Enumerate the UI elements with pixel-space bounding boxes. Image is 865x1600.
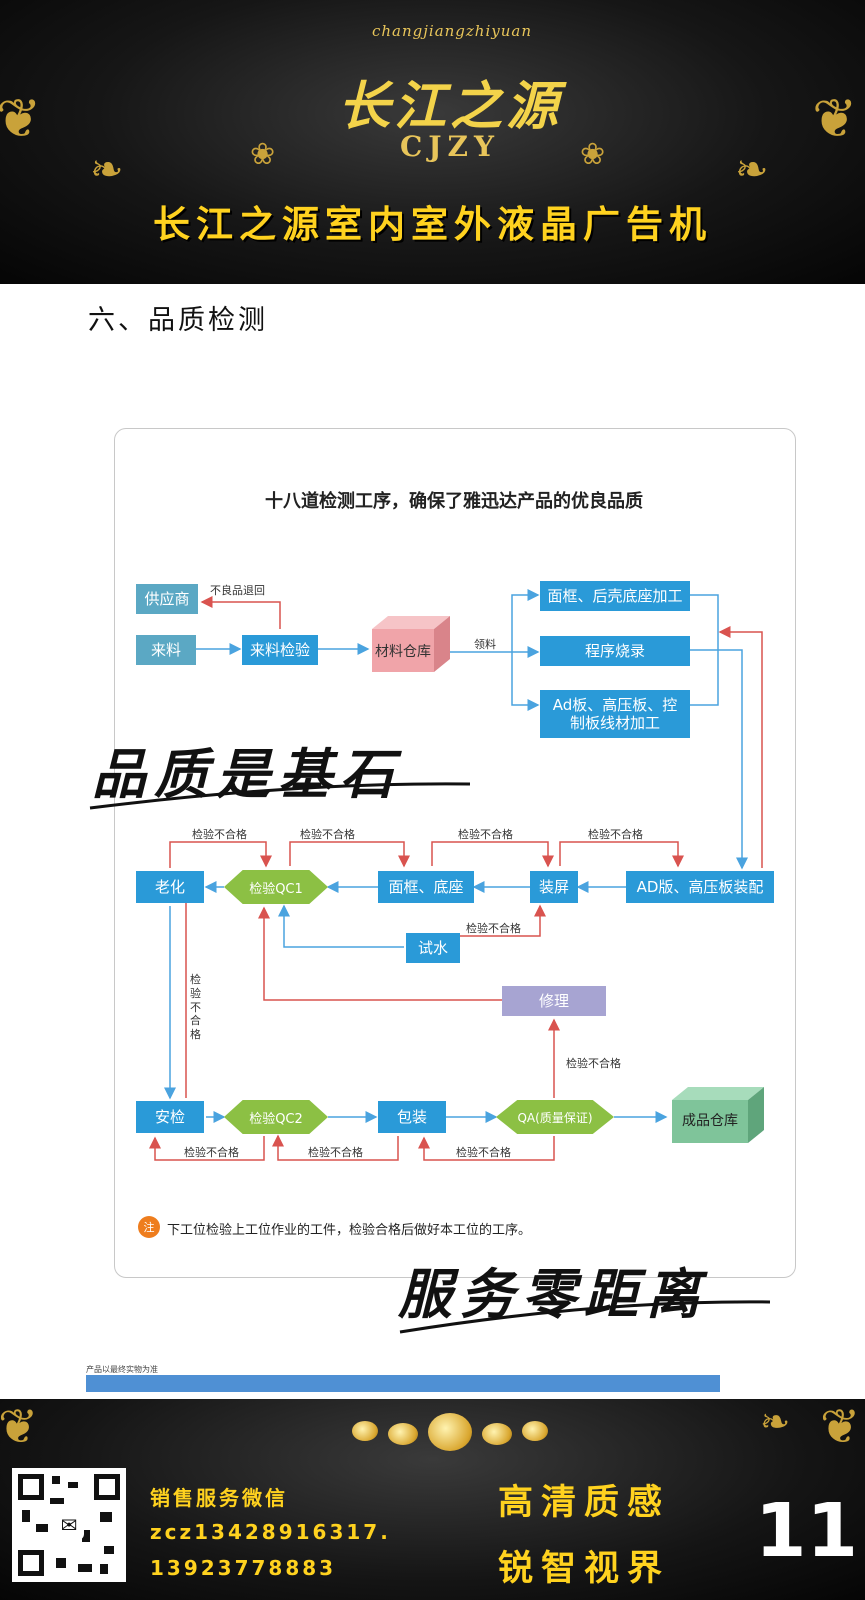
packing-fail-qc2-line [272, 1134, 399, 1161]
node-incoming: 来料 [136, 635, 196, 665]
label-fail: 检验不合格 [308, 1146, 363, 1159]
coin-icon [522, 1421, 548, 1441]
node-qc2: 检验QC2 [224, 1100, 328, 1134]
fail-frame-base-line [289, 841, 410, 868]
label-fail: 检验不合格 [456, 1146, 511, 1159]
node-material-warehouse: 材料仓库 [375, 643, 431, 660]
phone-number: 13923778883 [150, 1556, 337, 1580]
ornament-scroll-right-icon: ❀ [580, 137, 606, 172]
note-icon: 注 [138, 1216, 160, 1238]
repair-to-qc1-line [258, 906, 506, 1001]
node-qc1: 检验QC1 [224, 870, 328, 904]
node-ad-board: Ad板、高压板、控制板线材加工 [540, 690, 690, 738]
label-fail: 检验不合格 [588, 828, 643, 841]
flowchart-title: 十八道检测工序，确保了雅迅达产品的优良品质 [265, 491, 643, 512]
reject-to-processing-line [718, 626, 763, 868]
node-finished-warehouse: 成品仓库 [682, 1112, 738, 1129]
brand-logo: 长江之源 [337, 76, 562, 137]
fail-water-test-line [460, 904, 546, 937]
material-warehouse-cube [372, 616, 450, 672]
coin-icon [388, 1423, 418, 1445]
section-title: 六、品质检测 [88, 305, 268, 336]
label-fail: 检验不合格 [300, 828, 355, 841]
ornament-footer-right-small-icon: ❧ [760, 1402, 791, 1443]
qa-fail-packing-line [418, 1136, 555, 1161]
label-fail: 检验不合格 [192, 828, 247, 841]
label-fail: 检验不合格 [184, 1146, 239, 1159]
page-number: 11 [755, 1488, 858, 1574]
node-incoming-inspection: 来料检验 [242, 635, 318, 665]
node-aging: 老化 [136, 871, 204, 903]
coin-icon [428, 1413, 472, 1451]
finished-warehouse-cube [672, 1087, 764, 1143]
ornament-left-small-icon: ❧ [90, 147, 124, 193]
brand-abbreviation: CJZY [400, 130, 500, 163]
qc2-fail-safety-line [149, 1136, 265, 1161]
node-repair: 修理 [502, 986, 606, 1016]
node-screen-assembly: 装屏 [530, 871, 578, 903]
node-water-test: 试水 [406, 933, 460, 963]
label-fail-vertical: 检验不合格 [190, 973, 201, 1041]
flow-to-frame-shell [511, 589, 540, 652]
node-frame-base: 面框、底座 [378, 871, 474, 903]
slogan-quality: 品质是基石 [92, 742, 402, 806]
fail-ad-assembly-line [559, 841, 684, 868]
disclaimer: 产品以最终实物为准 [86, 1365, 158, 1374]
footer-banner: ❦ ❦ ❧ [0, 1399, 865, 1600]
node-qa: QA(质量保证) [496, 1100, 614, 1134]
reject-return-line [200, 596, 281, 629]
label-fail: 检验不合格 [458, 828, 513, 841]
qc1-fail-aging-line [169, 841, 272, 868]
label-reject-return: 不良品退回 [210, 584, 265, 597]
wechat-label: 销售服务微信 [150, 1486, 288, 1510]
ornament-footer-left-icon: ❦ [0, 1399, 39, 1455]
node-safety-check: 安检 [136, 1101, 204, 1133]
header-banner: ❦ ❧ ❦ ❧ ❀ ❀ [0, 0, 865, 284]
footer-slogan-line2: 锐智视界 [498, 1549, 671, 1589]
slogan-underline-1 [89, 782, 471, 810]
slogan-service: 服务零距离 [398, 1262, 708, 1326]
fail-screen-line [431, 841, 554, 868]
node-frame-shell: 面框、后壳底座加工 [540, 581, 690, 611]
wechat-icon: ✉ [54, 1510, 84, 1540]
label-fail: 检验不合格 [466, 922, 521, 935]
ornament-left-icon: ❦ [0, 87, 42, 150]
ornament-scroll-left-icon: ❀ [250, 137, 276, 172]
ornament-footer-right-icon: ❦ [820, 1399, 861, 1455]
brand-arc-text: changjiangzhiyuan [371, 22, 533, 40]
wechat-qr-code: ✉ [12, 1468, 126, 1582]
note-text: 下工位检验上工位作业的工件，检验合格后做好本工位的工序。 [167, 1223, 532, 1238]
node-program-burn: 程序烧录 [540, 636, 690, 666]
wechat-id: zcz13428916317. [150, 1520, 391, 1544]
ornament-right-small-icon: ❧ [735, 147, 769, 193]
label-pick-material: 领料 [474, 638, 496, 651]
coin-icon [352, 1421, 378, 1441]
coin-icon [482, 1423, 512, 1445]
flow-program-to-ad-assembly [690, 649, 748, 870]
node-supplier: 供应商 [136, 584, 198, 614]
node-ad-assembly: AD版、高压板装配 [626, 871, 774, 903]
ornament-right-icon: ❦ [812, 87, 858, 150]
flow-water-test-to-qc1 [278, 904, 404, 948]
footer-slogan-line1: 高清质感 [498, 1483, 671, 1523]
header-title: 长江之源室内室外液晶广告机 [153, 203, 712, 246]
label-fail: 检验不合格 [566, 1057, 621, 1070]
slogan-underline-2 [399, 1300, 771, 1334]
flow-to-ad-board [511, 652, 540, 711]
node-packing: 包装 [378, 1101, 446, 1133]
blue-bar [86, 1375, 720, 1392]
